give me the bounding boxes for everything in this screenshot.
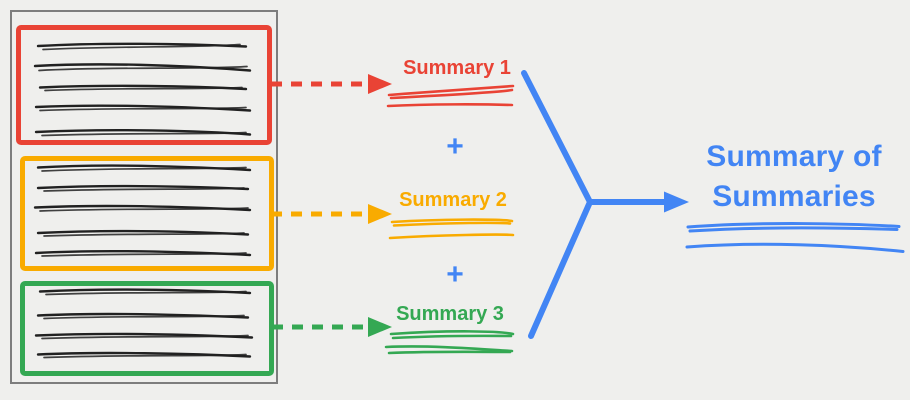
- result-title-line1: Summary of: [706, 140, 882, 173]
- plus-operator-1: +: [446, 130, 464, 163]
- result-underline-scribble: [685, 222, 905, 253]
- arrow-section1-to-summary1: [271, 74, 392, 94]
- section-2-text-scribbles: [33, 164, 252, 257]
- arrow-section3-to-summary3: [272, 317, 392, 337]
- summary-1-underline-scribble: [386, 84, 515, 108]
- summary-3-label: Summary 3: [396, 303, 504, 325]
- section-3-text-scribbles: [34, 288, 254, 359]
- merge-connector: [521, 70, 689, 339]
- arrow-section2-to-summary2: [271, 204, 392, 224]
- summary-2-underline-scribble: [388, 218, 515, 240]
- document-section-1: [16, 25, 272, 145]
- summary-3-underline-scribble: [384, 330, 515, 355]
- result-title-line2: Summaries: [712, 180, 876, 213]
- section-1-text-scribbles: [33, 42, 252, 137]
- document-section-3: [20, 281, 274, 376]
- result-title: Summary of Summaries: [684, 137, 904, 217]
- plus-operator-2: +: [446, 258, 464, 291]
- summary-2-label: Summary 2: [399, 189, 507, 211]
- summary-1-label: Summary 1: [403, 57, 511, 79]
